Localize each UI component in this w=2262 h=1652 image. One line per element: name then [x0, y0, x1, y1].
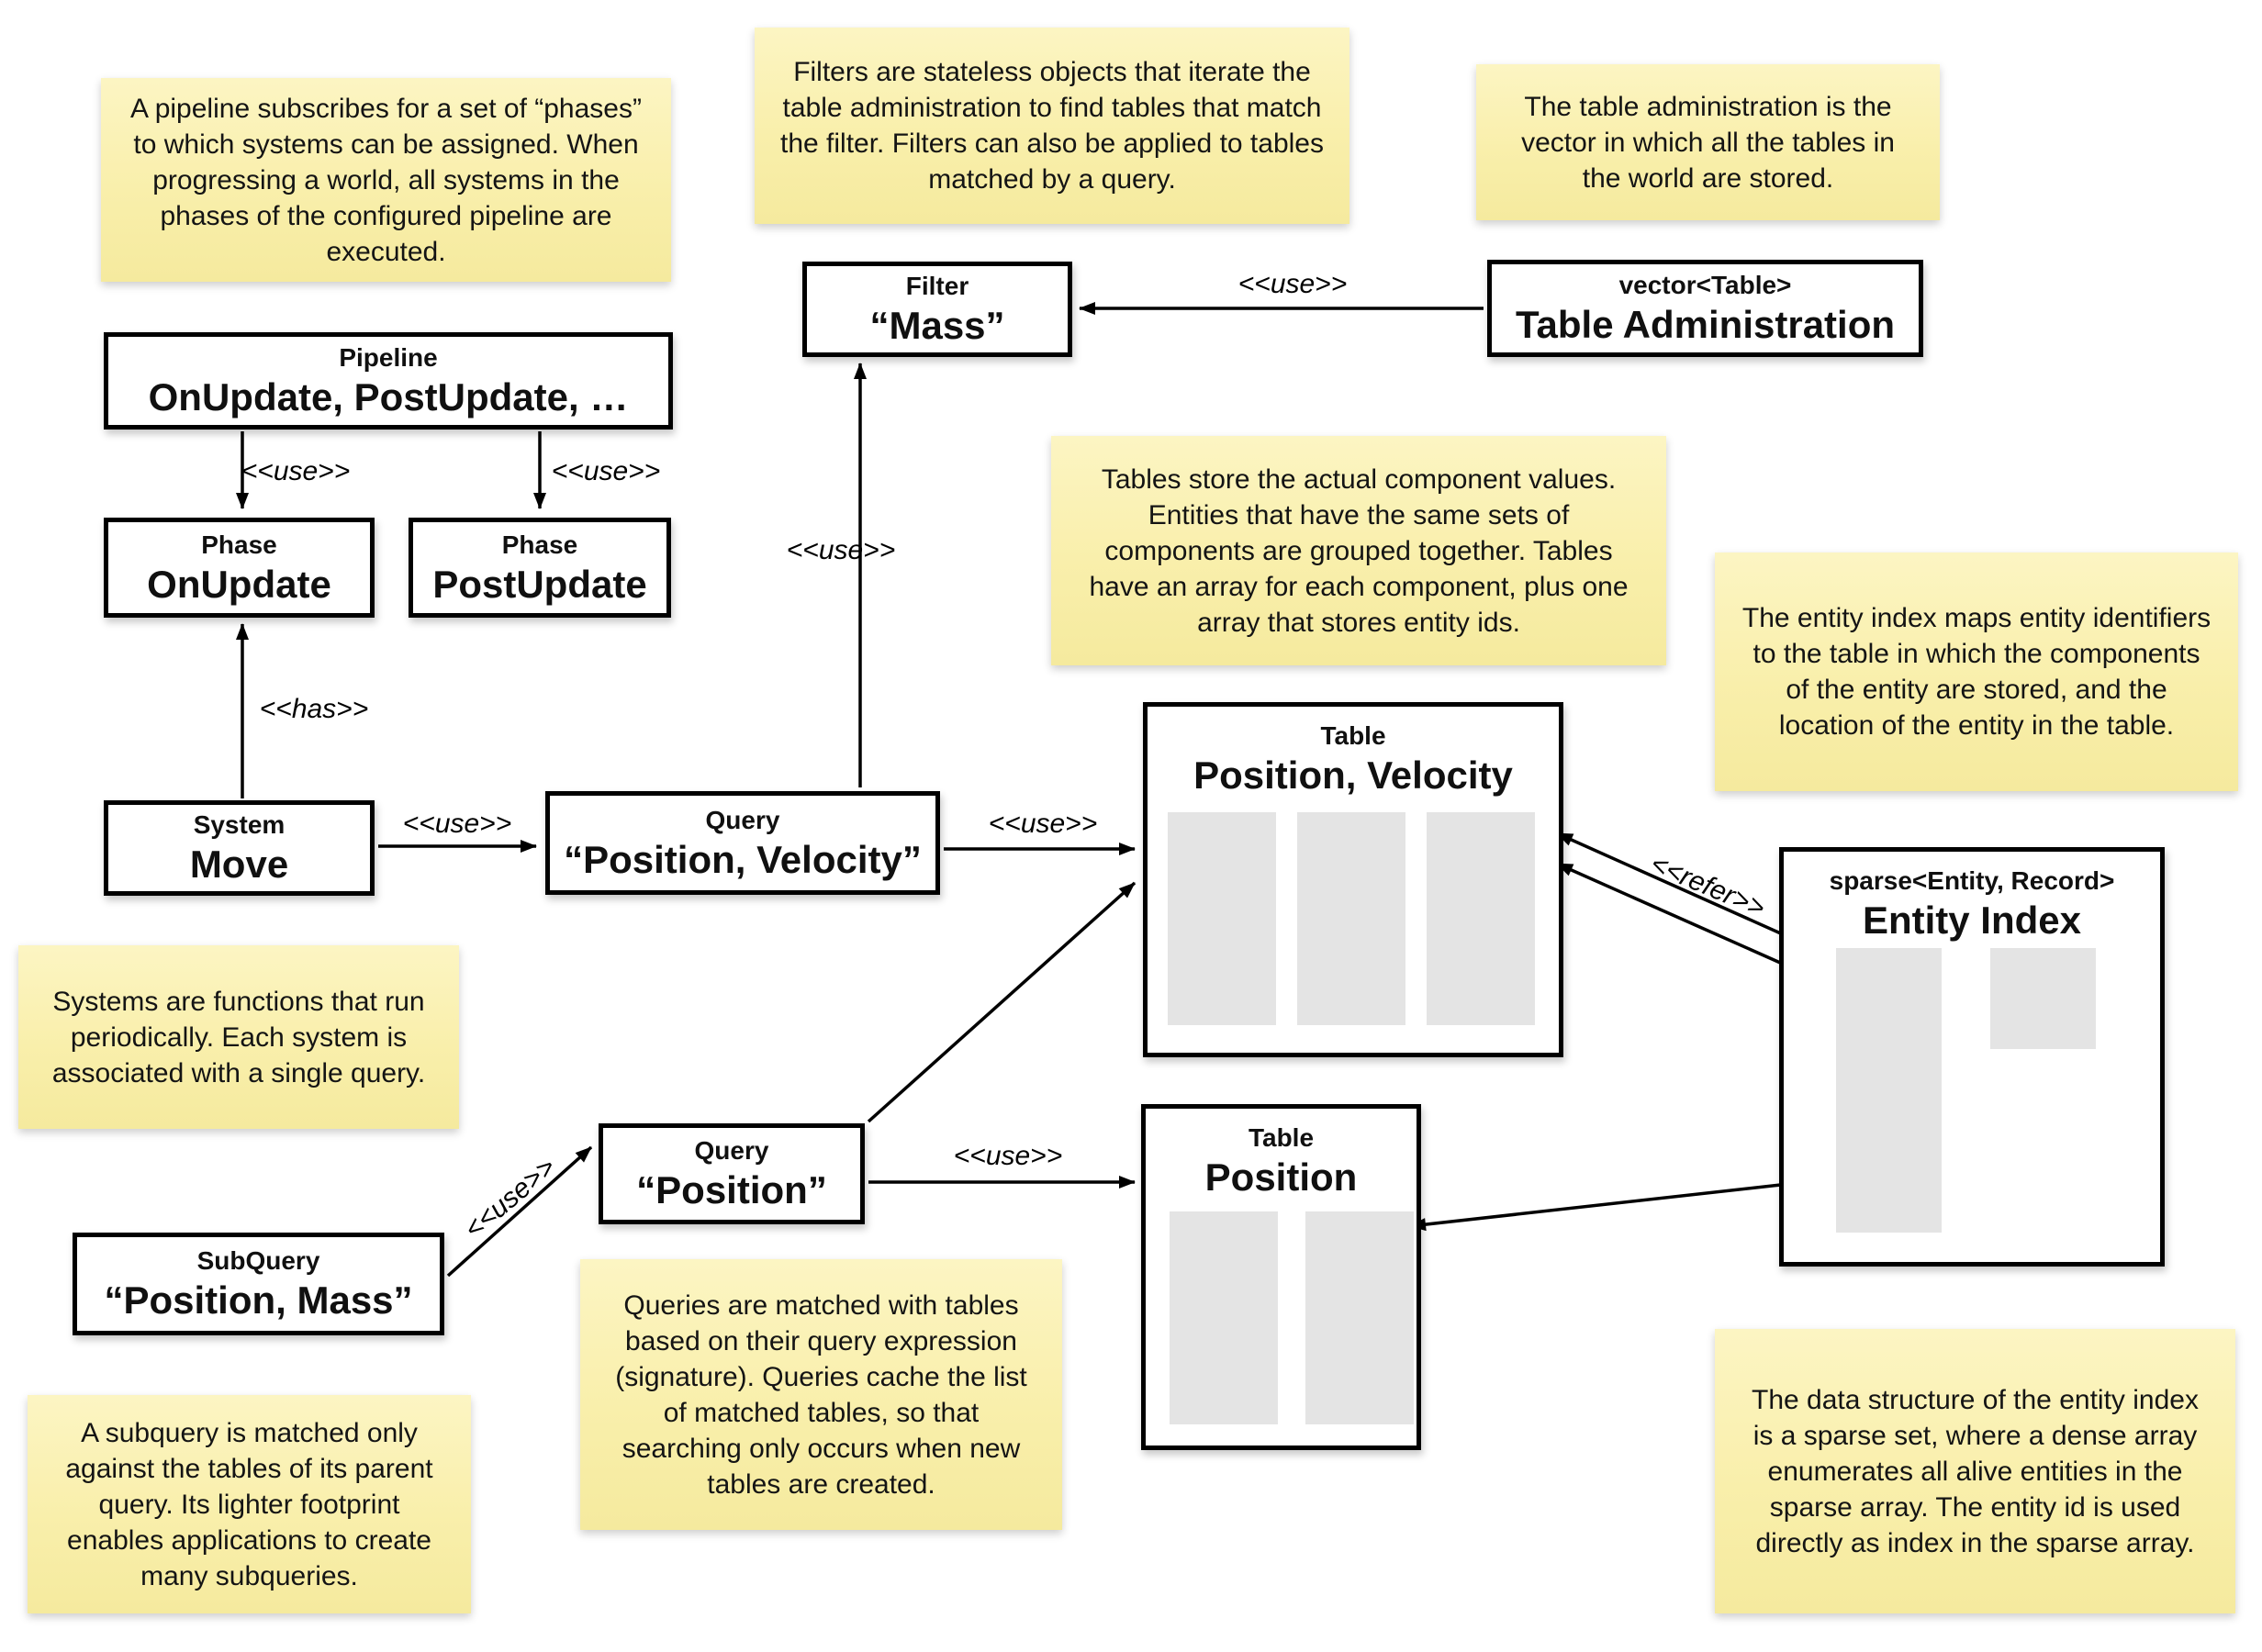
box-subquery: SubQuery “Position, Mass”	[73, 1233, 444, 1335]
note-sparse-set: The data structure of the entity index i…	[1715, 1329, 2235, 1613]
label-use-system-query: <<use>>	[402, 809, 512, 839]
box-filter-name: “Mass”	[869, 304, 1005, 347]
note-pipeline: A pipeline subscribes for a set of “phas…	[101, 78, 671, 282]
box-subquery-type: SubQuery	[196, 1246, 320, 1275]
box-query-position-type: Query	[694, 1136, 769, 1165]
label-use-pipeline-onupdate: <<use>>	[241, 456, 351, 486]
note-table-administration: The table administration is the vector i…	[1476, 64, 1940, 220]
box-query-position-velocity: Query “Position, Velocity”	[545, 791, 940, 895]
label-use-queryposvel-table: <<use>>	[988, 809, 1098, 839]
box-pipeline-type: Pipeline	[339, 343, 438, 372]
arrow-entityindex-to-tablepos	[1409, 1177, 1839, 1232]
entity-id-array-column	[1305, 1211, 1414, 1424]
arrow-querypos-use-tableposvel	[867, 881, 1137, 1123]
box-system-move-type: System	[193, 810, 286, 839]
note-systems: Systems are functions that run periodica…	[18, 945, 459, 1129]
box-table-position-velocity-type: Table	[1320, 721, 1386, 750]
box-phase-postupdate-name: PostUpdate	[432, 562, 647, 606]
note-subquery: A subquery is matched only against the t…	[28, 1395, 471, 1613]
box-entity-index: sparse<Entity, Record> Entity Index	[1779, 847, 2165, 1267]
box-filter-mass: Filter “Mass”	[802, 262, 1072, 357]
box-query-position-velocity-name: “Position, Velocity”	[564, 837, 922, 881]
sparse-array-column	[1836, 948, 1942, 1233]
label-refer-entityindex-table: <<refer>>	[1646, 848, 1770, 924]
box-table-position: Table Position	[1141, 1104, 1421, 1450]
box-table-position-velocity: Table Position, Velocity	[1143, 702, 1563, 1057]
label-use-pipeline-postupdate: <<use>>	[551, 456, 661, 486]
box-query-position-velocity-type: Query	[705, 805, 780, 834]
box-table-administration: vector<Table> Table Administration	[1487, 260, 1923, 357]
note-filters: Filters are stateless objects that itera…	[755, 28, 1349, 224]
label-use-querypos-tablepos: <<use>>	[953, 1141, 1063, 1171]
box-pipeline: Pipeline OnUpdate, PostUpdate, …	[104, 332, 673, 430]
box-query-position: Query “Position”	[599, 1123, 865, 1224]
label-use-tableadmin-filter: <<use>>	[1237, 269, 1348, 299]
box-table-administration-type: vector<Table>	[1618, 271, 1792, 299]
box-table-position-velocity-name: Position, Velocity	[1193, 753, 1513, 797]
component-array-column	[1168, 812, 1276, 1025]
dense-array-block	[1990, 948, 2096, 1049]
box-system-move: System Move	[104, 800, 375, 896]
box-entity-index-name: Entity Index	[1862, 899, 2082, 942]
component-array-column	[1297, 812, 1405, 1025]
box-phase-postupdate-type: Phase	[501, 530, 578, 559]
entity-id-array-column	[1427, 812, 1535, 1025]
component-array-column	[1170, 1211, 1278, 1424]
note-entity-index: The entity index maps entity identifiers…	[1715, 553, 2238, 791]
box-filter-type: Filter	[905, 272, 969, 300]
box-pipeline-name: OnUpdate, PostUpdate, …	[148, 375, 629, 419]
box-entity-index-type: sparse<Entity, Record>	[1829, 866, 2115, 895]
box-table-position-type: Table	[1248, 1123, 1315, 1152]
note-tables: Tables store the actual component values…	[1051, 436, 1666, 665]
label-use-query-filter: <<use>>	[786, 535, 896, 565]
box-query-position-name: “Position”	[636, 1168, 827, 1211]
box-system-move-name: Move	[189, 843, 289, 886]
note-queries: Queries are matched with tables based on…	[580, 1259, 1062, 1530]
box-table-administration-name: Table Administration	[1515, 303, 1896, 346]
box-subquery-name: “Position, Mass”	[104, 1278, 413, 1322]
box-phase-onupdate-type: Phase	[201, 530, 277, 559]
box-phase-onupdate-name: OnUpdate	[147, 562, 331, 606]
box-phase-onupdate: Phase OnUpdate	[104, 518, 375, 618]
box-table-position-name: Position	[1204, 1155, 1358, 1199]
label-use-subquery-querypos: <<use>>	[458, 1151, 562, 1245]
label-has-system-phase: <<has>>	[259, 694, 369, 724]
box-phase-postupdate: Phase PostUpdate	[409, 518, 671, 618]
